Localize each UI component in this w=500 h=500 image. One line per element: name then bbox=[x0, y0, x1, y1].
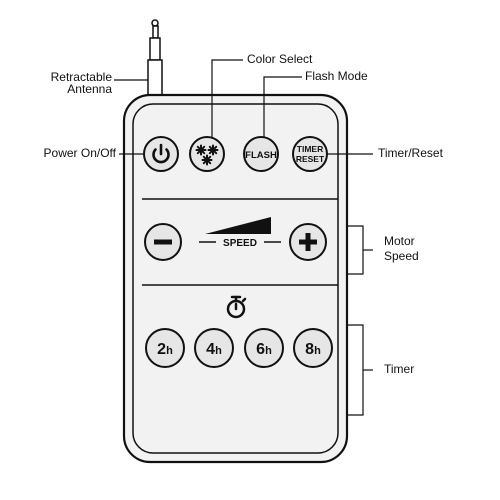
antenna bbox=[147, 19, 163, 98]
leader-flash bbox=[263, 76, 302, 138]
speed-minus-button[interactable] bbox=[144, 223, 182, 261]
leader-color-select bbox=[211, 59, 243, 138]
timer-button-label: 2h bbox=[157, 341, 173, 358]
stopwatch-icon bbox=[226, 295, 247, 319]
speed-plus-button[interactable] bbox=[289, 223, 327, 261]
callout-antenna-line2: Antenna bbox=[67, 82, 112, 96]
timer-button-label: 4h bbox=[206, 341, 222, 358]
timer-8h-button[interactable]: 8h bbox=[293, 328, 333, 368]
power-button[interactable] bbox=[143, 136, 179, 172]
timer-2h-button[interactable]: 2h bbox=[145, 328, 185, 368]
timer-button-label: 8h bbox=[305, 341, 321, 358]
plus-icon bbox=[299, 233, 317, 251]
flash-button[interactable]: FLASH bbox=[243, 136, 279, 172]
timer-4h-button[interactable]: 4h bbox=[194, 328, 234, 368]
leader-lines bbox=[114, 59, 373, 416]
speed-ramp-icon bbox=[205, 217, 271, 234]
remote-body bbox=[122, 93, 349, 464]
callout-power: Power On/Off bbox=[43, 146, 116, 160]
color-select-button[interactable] bbox=[189, 136, 225, 172]
flash-label: FLASH bbox=[245, 150, 277, 161]
callout-timer: Timer bbox=[384, 362, 415, 376]
callout-flash-mode: Flash Mode bbox=[305, 69, 368, 83]
callout-timer-reset: Timer/Reset bbox=[378, 146, 443, 160]
speed-label: SPEED bbox=[223, 238, 257, 249]
callout-motor-speed-line1: Motor bbox=[384, 234, 415, 248]
timer-reset-label-line1: TIMER bbox=[297, 144, 323, 154]
callout-color-select: Color Select bbox=[247, 52, 313, 66]
timer-button-label: 6h bbox=[256, 341, 272, 358]
remote-body-inner bbox=[132, 103, 339, 454]
bracket-timer bbox=[347, 324, 364, 416]
timer-reset-label-line2: RESET bbox=[296, 154, 325, 164]
timer-reset-button[interactable]: TIMER RESET bbox=[292, 136, 328, 172]
power-icon bbox=[152, 143, 170, 164]
callout-motor-speed-line2: Speed bbox=[384, 249, 419, 263]
bracket-motor-speed bbox=[347, 225, 364, 275]
timer-6h-button[interactable]: 6h bbox=[244, 328, 284, 368]
callout-antenna-line1: Retractable bbox=[50, 70, 112, 84]
color-stars-icon bbox=[195, 144, 219, 166]
minus-icon bbox=[154, 239, 172, 245]
